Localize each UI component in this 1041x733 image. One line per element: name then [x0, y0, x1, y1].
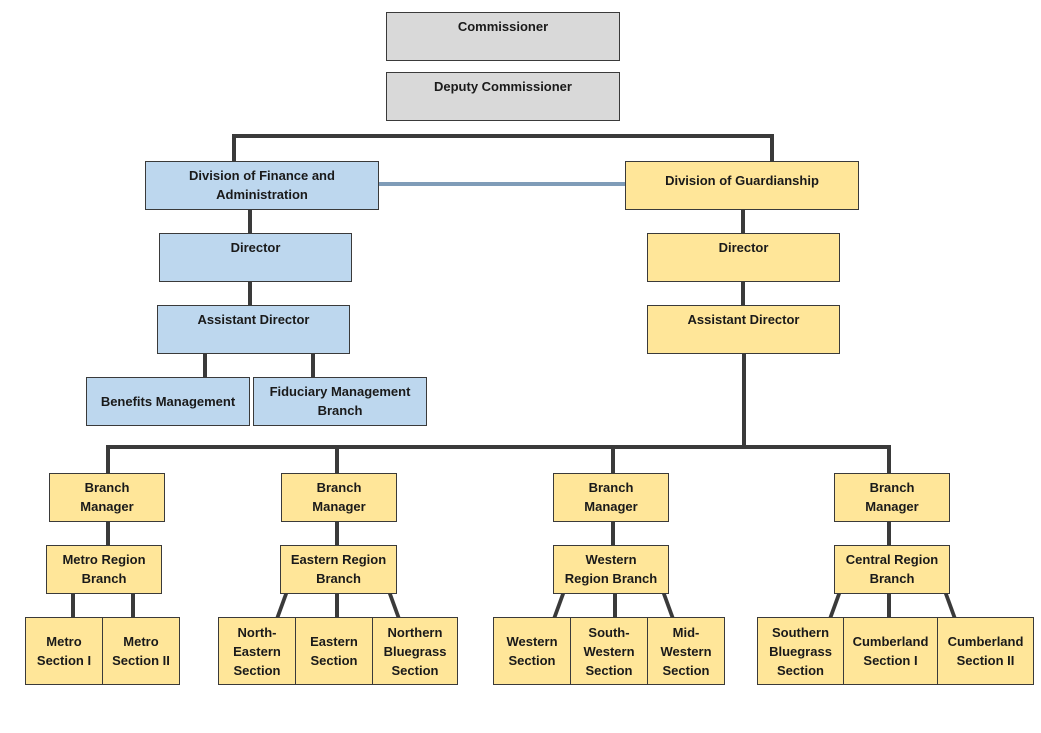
- connector-line: [613, 593, 617, 618]
- connector-line: [106, 445, 110, 474]
- connector-line: [741, 281, 745, 306]
- benefits-management-box: Benefits Management: [86, 377, 250, 426]
- branch-manager-box: Branch Manager: [834, 473, 950, 522]
- region-branch-box: Eastern Region Branch: [280, 545, 397, 594]
- section-box: Cumberland Section II: [937, 617, 1034, 685]
- section-box: South- Western Section: [570, 617, 648, 685]
- connector-line: [311, 353, 315, 378]
- guardianship-assistant-director-box: Assistant Director: [647, 305, 840, 354]
- region-branch-box: Central Region Branch: [834, 545, 950, 594]
- connector-line: [131, 593, 135, 618]
- connector-line: [106, 521, 110, 545]
- connector-line: [232, 134, 236, 162]
- connector-line: [106, 445, 891, 449]
- section-box: Southern Bluegrass Section: [757, 617, 844, 685]
- connector-line: [660, 591, 676, 619]
- section-box: Metro Section II: [102, 617, 180, 685]
- fiduciary-management-box: Fiduciary Management Branch: [253, 377, 427, 426]
- connector-line: [203, 353, 207, 378]
- connector-line: [335, 445, 339, 474]
- branch-manager-box: Branch Manager: [49, 473, 165, 522]
- division-link-line: [378, 182, 626, 186]
- finance-division-box: Division of Finance and Administration: [145, 161, 379, 210]
- connector-line: [335, 593, 339, 618]
- region-branch-box: Metro Region Branch: [46, 545, 162, 594]
- section-box: Metro Section I: [25, 617, 103, 685]
- connector-line: [887, 521, 891, 545]
- connector-line: [386, 591, 402, 619]
- branch-manager-box: Branch Manager: [281, 473, 397, 522]
- branch-manager-box: Branch Manager: [553, 473, 669, 522]
- section-box: Western Section: [493, 617, 571, 685]
- connector-line: [335, 521, 339, 545]
- connector-line: [887, 445, 891, 474]
- finance-director-box: Director: [159, 233, 352, 282]
- connector-line: [827, 591, 843, 619]
- deputy-commissioner-box: Deputy Commissioner: [386, 72, 620, 121]
- connector-line: [232, 134, 774, 138]
- guardianship-division-box: Division of Guardianship: [625, 161, 859, 210]
- connector-line: [248, 209, 252, 234]
- guardianship-director-box: Director: [647, 233, 840, 282]
- commissioner-box: Commissioner: [386, 12, 620, 61]
- section-box: Northern Bluegrass Section: [372, 617, 458, 685]
- connector-line: [71, 593, 75, 618]
- connector-line: [942, 591, 958, 619]
- connector-line: [741, 209, 745, 234]
- connector-line: [887, 593, 891, 618]
- connector-line: [742, 353, 746, 446]
- connector-line: [551, 591, 567, 619]
- region-branch-box: Western Region Branch: [553, 545, 669, 594]
- section-box: Mid- Western Section: [647, 617, 725, 685]
- connector-line: [248, 281, 252, 306]
- section-box: Cumberland Section I: [843, 617, 938, 685]
- finance-assistant-director-box: Assistant Director: [157, 305, 350, 354]
- section-box: Eastern Section: [295, 617, 373, 685]
- connector-line: [274, 591, 290, 619]
- section-box: North- Eastern Section: [218, 617, 296, 685]
- connector-line: [770, 134, 774, 162]
- connector-line: [611, 445, 615, 474]
- connector-line: [611, 521, 615, 545]
